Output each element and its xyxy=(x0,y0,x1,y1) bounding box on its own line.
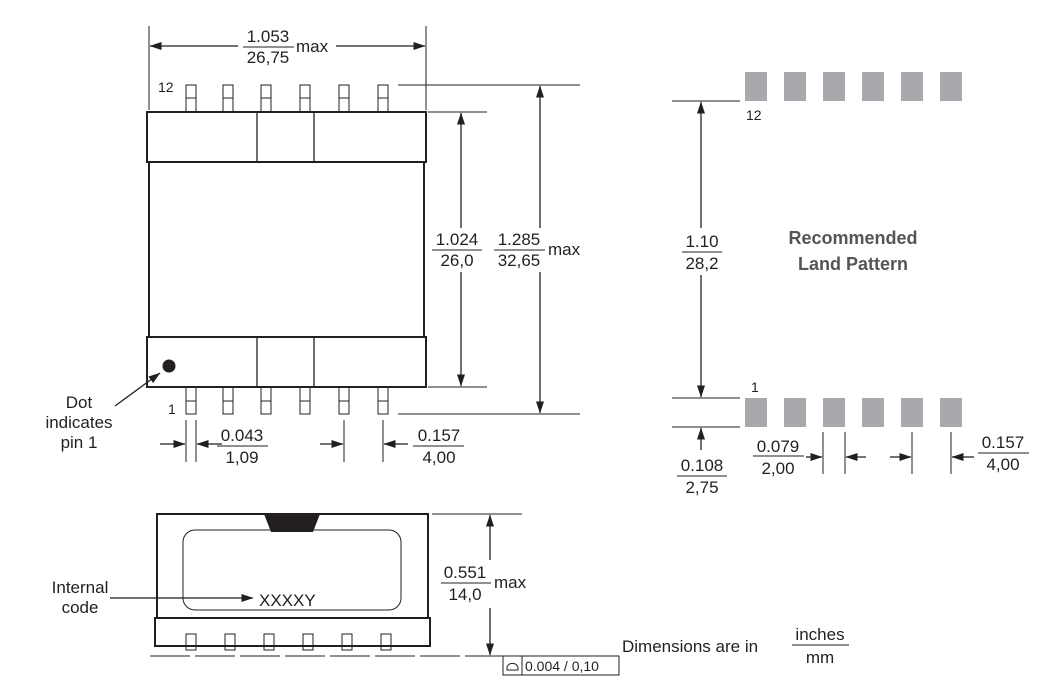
width-mm: 26,75 xyxy=(247,48,290,67)
units-note-inches: inches xyxy=(795,625,844,644)
pin-width-inches: 0.043 xyxy=(221,426,264,445)
coplanarity-symbol-icon xyxy=(506,662,519,671)
pad-width-mm: 2,00 xyxy=(761,459,794,478)
pin-width-mm: 1,09 xyxy=(225,448,258,467)
side-height-max: max xyxy=(494,573,527,592)
marking-notch xyxy=(264,514,320,532)
land-pad xyxy=(823,72,845,101)
side-height-mm: 14,0 xyxy=(448,585,481,604)
land-pad xyxy=(745,398,767,427)
row-spacing-inches: 1.10 xyxy=(685,232,718,251)
land-pad xyxy=(862,72,884,101)
land-pad xyxy=(784,398,806,427)
land-pad xyxy=(901,398,923,427)
side-height-inches: 0.551 xyxy=(444,563,487,582)
land-pin1-label: 1 xyxy=(751,379,759,395)
pad-width-inches: 0.079 xyxy=(757,437,800,456)
pin12-label: 12 xyxy=(158,79,174,95)
internal-code-label-1: Internal xyxy=(52,578,109,597)
land-pad xyxy=(940,398,962,427)
land-pattern: 12 Recommended Land Pattern 1.10 28,2 1 … xyxy=(672,72,1029,497)
pad-length-inches: 0.108 xyxy=(681,456,724,475)
top-flange xyxy=(146,111,427,163)
bottom-pin-row xyxy=(185,386,389,415)
width-max: max xyxy=(296,37,329,56)
pad-pitch-inches: 0.157 xyxy=(982,433,1025,452)
internal-code-marking: XXXXY xyxy=(259,591,316,610)
dot-note-line2: indicates xyxy=(45,413,112,432)
land-pad xyxy=(784,72,806,101)
dot-note-line3: pin 1 xyxy=(61,433,98,452)
land-pad xyxy=(862,398,884,427)
coplanarity-value: 0.004 / 0,10 xyxy=(525,658,599,674)
pad-pitch-mm: 4,00 xyxy=(986,455,1019,474)
land-pad xyxy=(745,72,767,101)
pin-pitch-mm: 4,00 xyxy=(422,448,455,467)
side-view: XXXXY Internal code 0.551 14,0 max 0.004… xyxy=(52,513,620,676)
land-pad xyxy=(901,72,923,101)
land-pattern-title-2: Land Pattern xyxy=(798,254,908,274)
top-pin-row xyxy=(185,84,389,113)
land-pad xyxy=(823,398,845,427)
row-spacing-mm: 28,2 xyxy=(685,254,718,273)
body-height-inches: 1.024 xyxy=(436,230,479,249)
pin-pitch-inches: 0.157 xyxy=(418,426,461,445)
pin1-label: 1 xyxy=(168,401,176,417)
pad-length-mm: 2,75 xyxy=(685,478,718,497)
top-view: 1.053 26,75 max 12 xyxy=(45,26,581,467)
total-height-inches: 1.285 xyxy=(498,230,541,249)
bottom-pad-row xyxy=(745,398,962,427)
internal-code-label-2: code xyxy=(62,598,99,617)
bottom-flange xyxy=(146,336,427,388)
dot-note-line1: Dot xyxy=(66,393,93,412)
body-height-mm: 26,0 xyxy=(440,251,473,270)
coplanarity-frame xyxy=(502,655,620,676)
land-pin12-label: 12 xyxy=(746,107,762,123)
units-note-prefix: Dimensions are in xyxy=(622,637,758,656)
dot-leader xyxy=(114,372,161,407)
side-pins xyxy=(185,633,392,651)
land-pad xyxy=(940,72,962,101)
top-pad-row xyxy=(745,72,962,101)
side-base xyxy=(154,617,431,647)
land-pattern-title-1: Recommended xyxy=(788,228,917,248)
total-height-max: max xyxy=(548,240,581,259)
pin1-dot xyxy=(162,359,176,373)
width-inches: 1.053 xyxy=(247,27,290,46)
units-note-mm: mm xyxy=(806,648,834,667)
units-note: Dimensions are in inches mm xyxy=(622,625,849,667)
total-height-mm: 32,65 xyxy=(498,251,541,270)
label-window xyxy=(182,529,402,611)
